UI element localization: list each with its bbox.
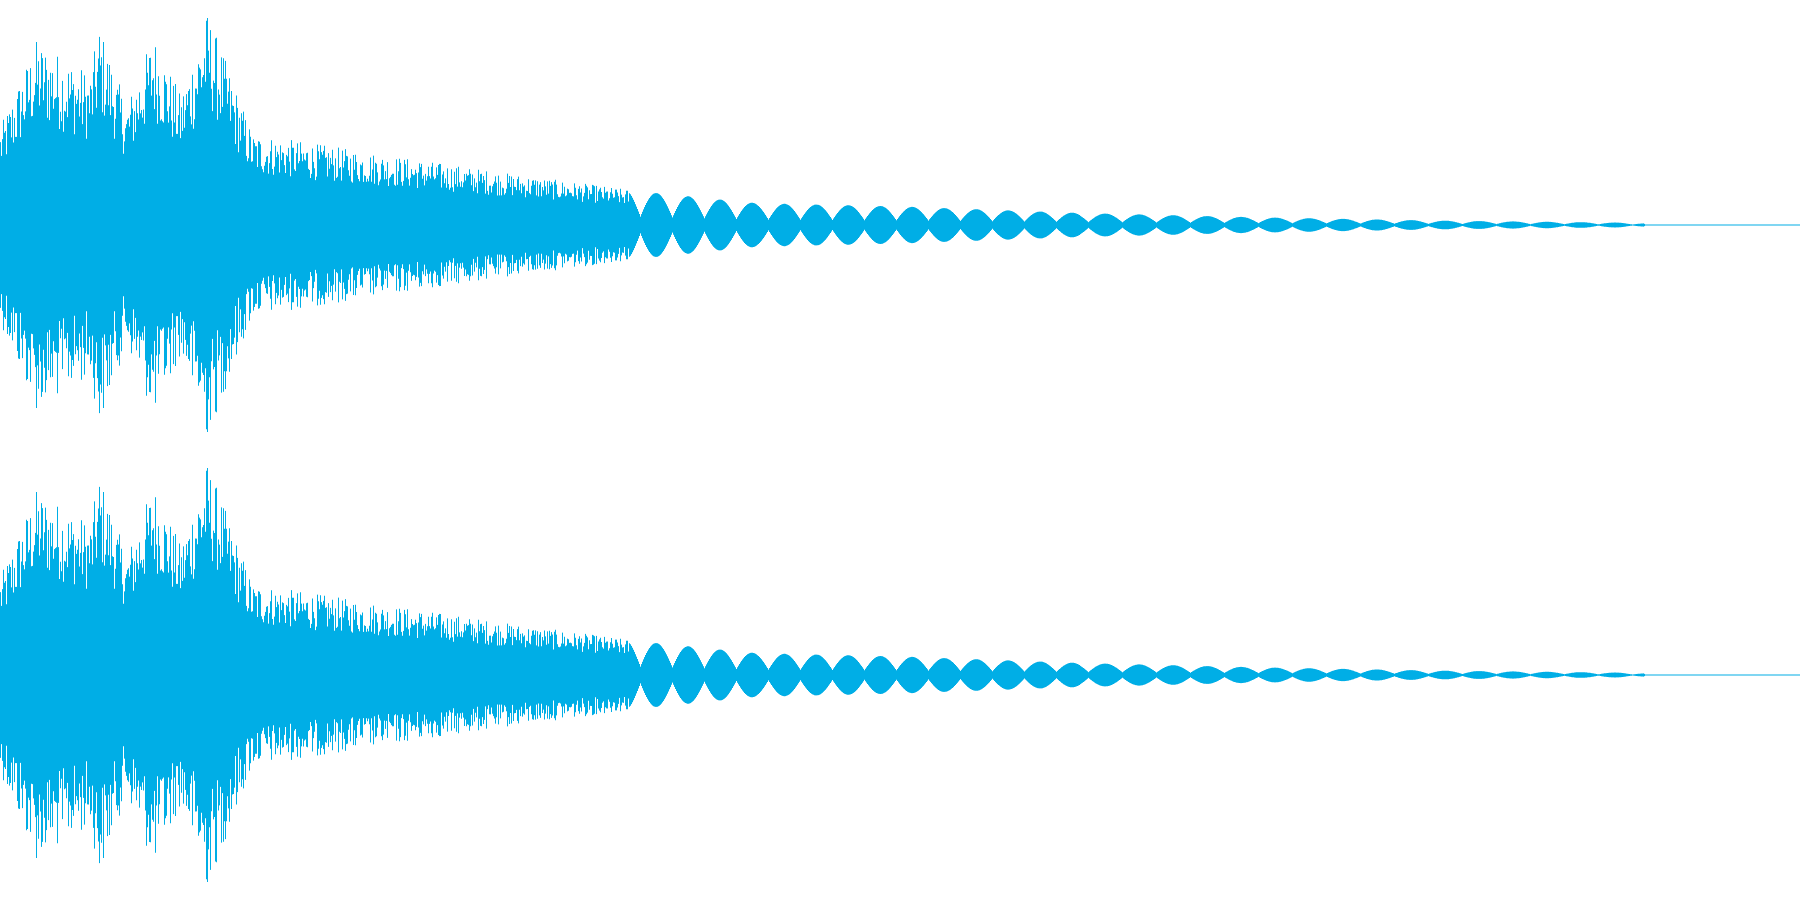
waveform-signal	[0, 468, 1800, 882]
waveform-signal	[0, 18, 1800, 432]
waveform-channel-right	[0, 468, 1800, 882]
waveform-channel-left	[0, 18, 1800, 432]
